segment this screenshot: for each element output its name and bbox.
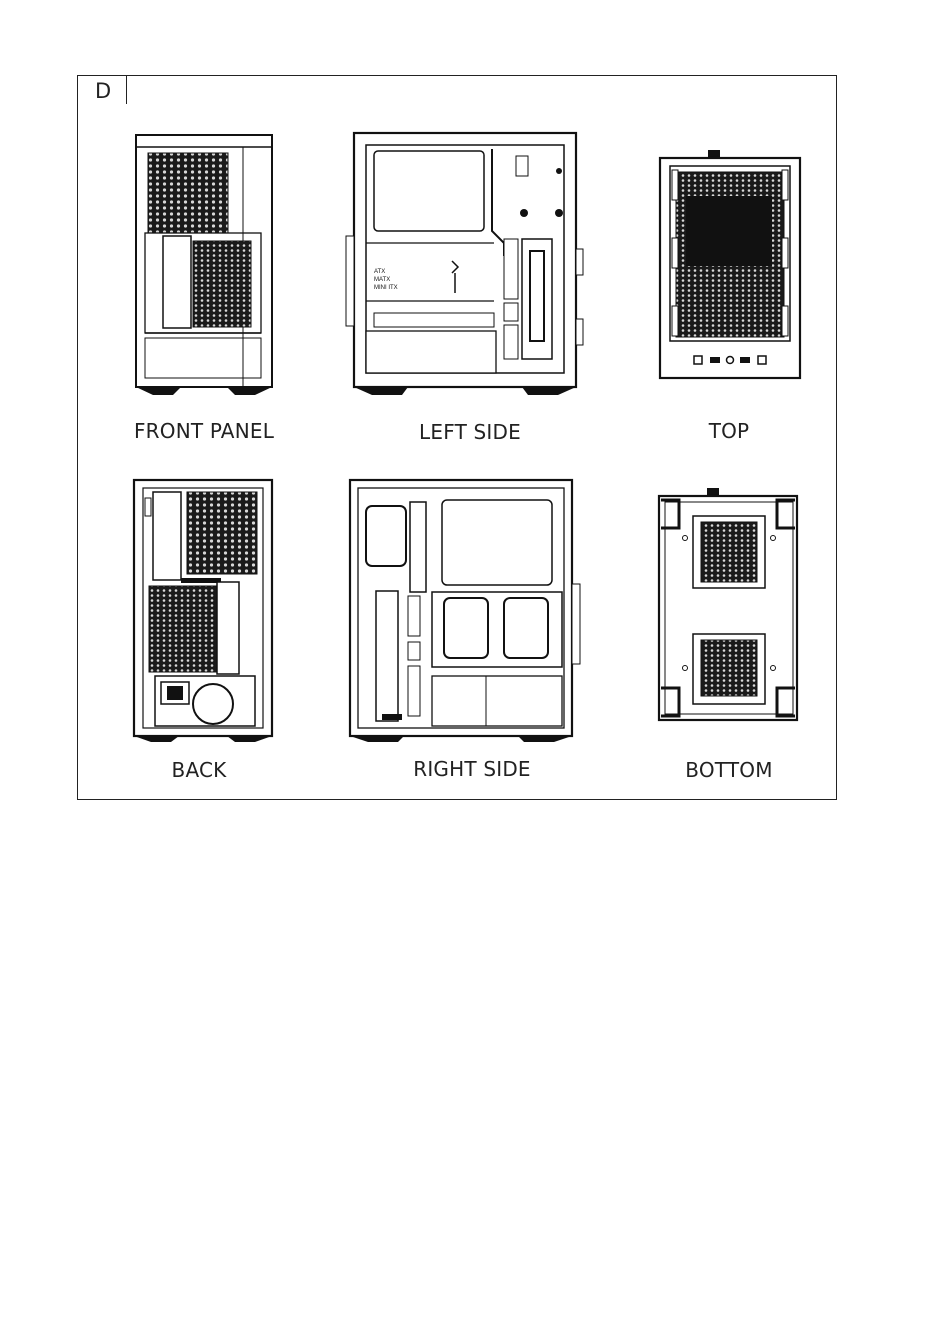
top-drawing xyxy=(656,148,804,382)
bottom-view xyxy=(655,488,803,722)
section-letter: D xyxy=(95,79,111,103)
mini-itx-mark: MINI ITX xyxy=(374,285,398,291)
back-view xyxy=(131,478,275,744)
right-side-drawing xyxy=(346,476,586,744)
right-side-label: RIGHT SIDE xyxy=(413,757,531,781)
left-side-label: LEFT SIDE xyxy=(419,420,521,444)
left-side-drawing: ATX MATX MINI ITX xyxy=(344,131,584,397)
bottom-drawing xyxy=(655,488,803,722)
top-label: TOP xyxy=(709,419,750,443)
atx-mark: ATX xyxy=(374,269,385,275)
back-label: BACK xyxy=(172,758,227,782)
front-panel-label: FRONT PANEL xyxy=(134,419,274,443)
back-drawing xyxy=(131,478,275,744)
left-side-view: ATX MATX MINI ITX xyxy=(344,131,584,397)
front-panel-drawing xyxy=(133,133,275,397)
bottom-label: BOTTOM xyxy=(685,758,772,782)
top-view xyxy=(656,148,804,382)
right-side-view xyxy=(346,476,586,744)
matx-mark: MATX xyxy=(374,277,390,283)
section-letter-divider xyxy=(126,76,127,104)
front-panel-view xyxy=(133,133,275,397)
